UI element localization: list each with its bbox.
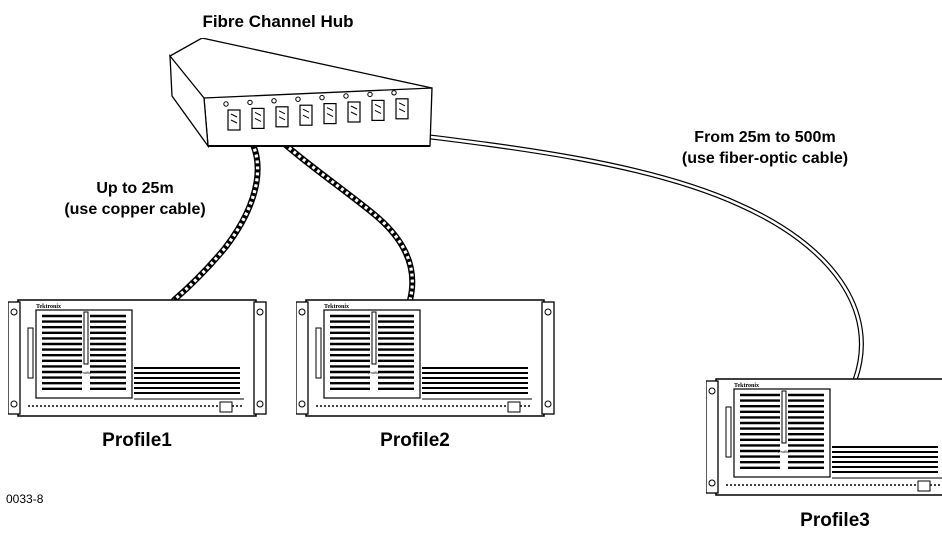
fiber-label-line1: From 25m to 500m (694, 129, 836, 146)
panel-model-label: Profile (778, 449, 790, 454)
brand-label: Tektronix (324, 304, 349, 310)
panel-model-label: Profile (80, 370, 92, 375)
brand-label: Tektronix (36, 304, 61, 310)
fibre-channel-hub (160, 38, 440, 150)
hub-port (367, 91, 385, 122)
copper-cable-profile1 (171, 121, 261, 303)
copper-cable-profile2 (259, 121, 416, 303)
hub-port (247, 99, 265, 130)
hub-title: Fibre Channel Hub (202, 12, 354, 31)
hub-port (319, 94, 337, 125)
brand-label: Tektronix (734, 383, 759, 389)
fiber-label: From 25m to 500m (use fiber-optic cable) (640, 127, 890, 169)
copper-label-line1: Up to 25m (96, 180, 174, 197)
hub-port (343, 93, 361, 123)
profile3-label: Profile3 (800, 510, 870, 531)
profile1-label: Profile1 (102, 430, 172, 451)
copper-label: Up to 25m (use copper cable) (30, 178, 240, 220)
hub-port (391, 90, 409, 120)
panel-model-label: Profile (368, 370, 380, 375)
hub-port (295, 96, 313, 126)
fiber-label-line2: (use fiber-optic cable) (681, 150, 849, 167)
copper-label-line2: (use copper cable) (64, 201, 206, 218)
hub-port (223, 101, 241, 131)
hub-port (271, 98, 289, 128)
figure-number: 0033-8 (6, 492, 44, 506)
profile2-label: Profile2 (380, 430, 450, 451)
hub-ports (223, 90, 409, 131)
